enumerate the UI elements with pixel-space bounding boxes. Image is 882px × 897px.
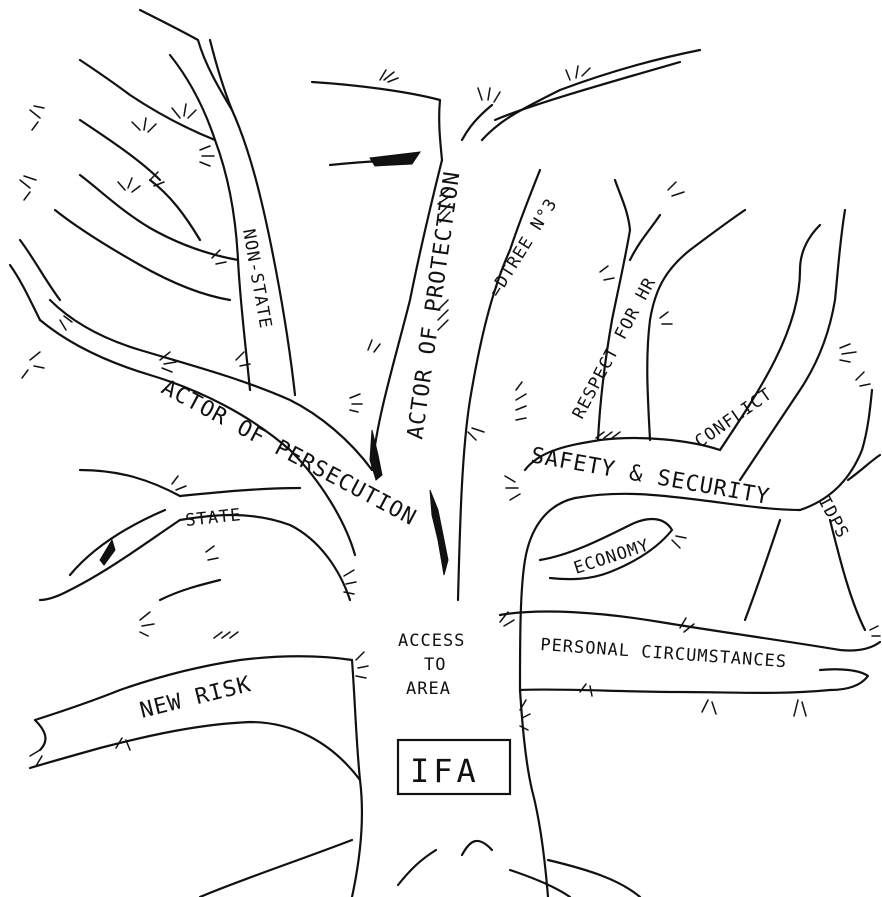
label-actor-of-protection: ACTOR OF PROTECTION	[403, 169, 465, 441]
state-limb	[40, 470, 350, 600]
label-ifa: IFA	[410, 752, 480, 790]
non-state-branches	[55, 10, 295, 395]
label-respect-for-hr: RESPECT FOR HR	[569, 274, 661, 422]
label-state: STATE	[184, 505, 242, 531]
label-personal-circumstances: PERSONAL CIRCUMSTANCES	[540, 635, 788, 672]
label-access-line1: ACCESS	[398, 631, 465, 651]
label-access-line3: AREA	[406, 679, 451, 699]
roots	[200, 840, 640, 897]
label-conflict: CONFLICT	[691, 384, 776, 452]
labels: ACTOR OF PROTECTION =DTREE N°3 NON-STATE…	[137, 169, 852, 790]
new-risk-limb	[30, 656, 360, 780]
label-access-line2: TO	[424, 655, 446, 675]
label-idps: IDPS	[814, 493, 853, 542]
top-branches	[312, 50, 700, 166]
